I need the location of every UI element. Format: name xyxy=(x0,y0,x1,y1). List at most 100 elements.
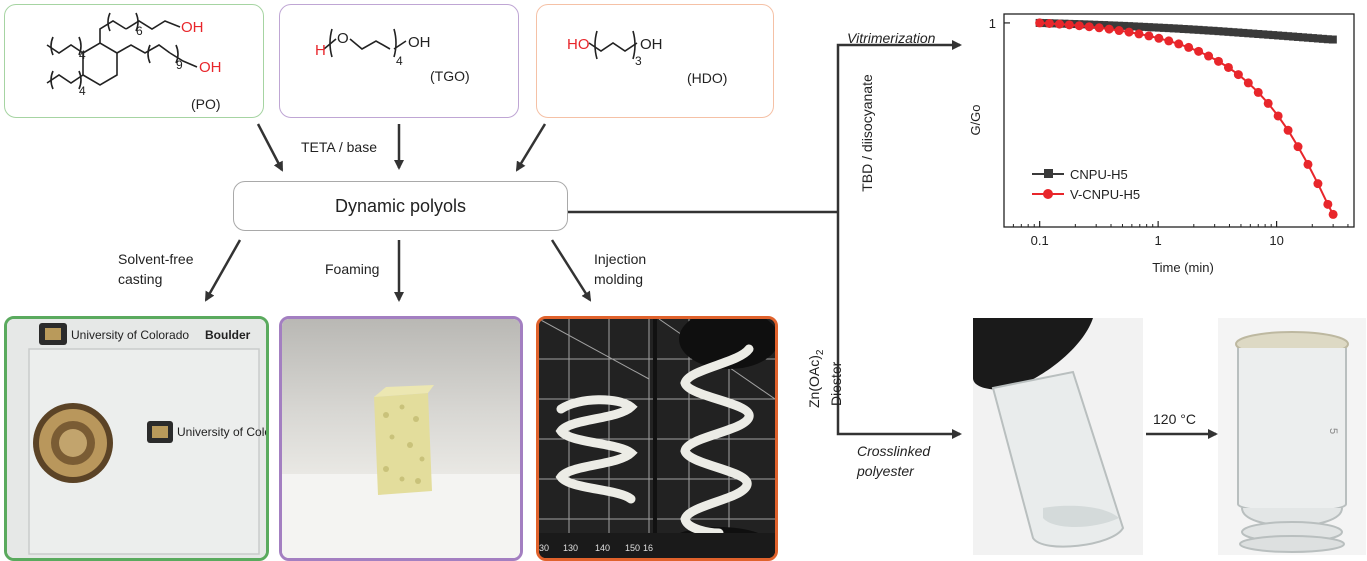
foaming-label: Foaming xyxy=(325,261,380,277)
data-point-vcnpu xyxy=(1035,18,1045,28)
injection-label-2: molding xyxy=(594,271,644,287)
data-point-vcnpu xyxy=(1233,70,1243,80)
data-point-vcnpu xyxy=(1084,22,1094,32)
tgo-molecule-box: H O 4 OH (TGO) xyxy=(279,4,519,118)
legend-label-cnpu: CNPU-H5 xyxy=(1070,167,1128,182)
data-point-cnpu xyxy=(1298,33,1307,42)
foam-block xyxy=(374,385,434,495)
data-point-cnpu xyxy=(1134,22,1143,31)
vial-tilted xyxy=(991,370,1125,548)
data-point-cnpu xyxy=(1209,26,1218,35)
data-point-cnpu xyxy=(1199,26,1208,35)
x-tick-label: 0.1 xyxy=(1031,233,1049,248)
x-tick-label: 10 xyxy=(1269,233,1283,248)
tgo-structure: H O 4 OH (TGO) xyxy=(315,28,470,84)
legend-marker-vcnpu xyxy=(1043,189,1053,199)
hdo-label: (HDO) xyxy=(687,70,727,86)
data-point-cnpu xyxy=(1184,25,1193,34)
data-point-cnpu xyxy=(1194,25,1203,34)
data-point-cnpu xyxy=(1328,35,1337,44)
spring-left xyxy=(555,395,638,504)
hdo-sub-3: 3 xyxy=(635,54,642,68)
data-point-vcnpu xyxy=(1204,51,1214,61)
chart-legend: CNPU-H5 V-CNPU-H5 xyxy=(1032,167,1140,202)
po-sub-4b: 4 xyxy=(79,84,86,98)
hdo-oh: OH xyxy=(640,36,663,53)
tbd-label: TBD / diisocyanate xyxy=(859,74,875,192)
data-point-cnpu xyxy=(1308,34,1317,43)
data-point-cnpu xyxy=(1100,21,1109,30)
y-tick-label: 1 xyxy=(989,16,996,31)
data-point-vcnpu xyxy=(1263,98,1273,108)
data-point-vcnpu xyxy=(1114,26,1124,36)
hdo-structure: HO 3 OH (HDO) xyxy=(567,30,727,86)
po-oh-2: OH xyxy=(199,59,222,76)
vial-photo-after: 5 xyxy=(1218,318,1366,555)
spring-right xyxy=(680,344,754,538)
data-point-vcnpu xyxy=(1184,42,1194,52)
diester-text: Diester xyxy=(828,361,844,406)
x-axis-label: Time (min) xyxy=(1152,260,1214,275)
data-point-vcnpu xyxy=(1223,62,1233,72)
vitrimerization-label: Vitrimerization xyxy=(847,30,936,46)
data-point-cnpu xyxy=(1239,28,1248,37)
data-point-cnpu xyxy=(1174,24,1183,33)
data-point-cnpu xyxy=(1214,27,1223,36)
crosslinked-label-2: polyester xyxy=(857,463,914,479)
ruler-tick-1: 130 xyxy=(563,543,578,553)
po-oh-1: OH xyxy=(181,19,204,36)
data-point-cnpu xyxy=(1125,22,1134,31)
zn-sub: 2 xyxy=(814,349,826,356)
tgo-h: H xyxy=(315,42,326,59)
hdo-ho: HO xyxy=(567,36,590,53)
data-point-cnpu xyxy=(1289,32,1298,41)
data-point-vcnpu xyxy=(1273,111,1283,121)
cu-text-2: University of Colo xyxy=(177,425,266,439)
dynamic-polyols-label: Dynamic polyols xyxy=(334,195,467,216)
data-point-vcnpu xyxy=(1104,24,1114,34)
data-point-vcnpu xyxy=(1074,21,1084,31)
data-point-cnpu xyxy=(1119,21,1128,30)
data-point-cnpu xyxy=(1149,23,1158,32)
data-point-cnpu xyxy=(1080,20,1089,29)
data-point-cnpu xyxy=(1219,27,1228,36)
data-point-cnpu xyxy=(1179,24,1188,33)
data-point-cnpu xyxy=(1189,25,1198,34)
data-point-vcnpu xyxy=(1323,199,1333,209)
data-point-cnpu xyxy=(1264,30,1273,39)
data-point-cnpu xyxy=(1279,31,1288,40)
data-point-vcnpu xyxy=(1154,33,1164,43)
data-point-cnpu xyxy=(1159,23,1168,32)
data-point-cnpu xyxy=(1323,35,1332,44)
data-point-vcnpu xyxy=(1243,78,1253,88)
data-point-cnpu xyxy=(1090,20,1099,29)
data-point-cnpu xyxy=(1269,31,1278,40)
series-line-1 xyxy=(1039,21,1334,215)
po-sub-6: 6 xyxy=(136,24,143,38)
data-point-cnpu xyxy=(1318,34,1327,43)
temperature-label: 120 °C xyxy=(1153,411,1196,427)
data-point-cnpu xyxy=(1144,23,1153,32)
ruler-tick-0: 30 xyxy=(539,543,549,553)
data-point-cnpu xyxy=(1274,31,1283,40)
data-point-cnpu xyxy=(1249,29,1258,38)
data-point-vcnpu xyxy=(1328,209,1338,219)
hdo-molecule-box: HO 3 OH (HDO) xyxy=(536,4,774,118)
dynamic-polyols-box: Dynamic polyols xyxy=(233,181,568,231)
data-point-vcnpu xyxy=(1134,29,1144,39)
ruler-tick-3: 150 xyxy=(625,543,640,553)
data-point-cnpu xyxy=(1244,29,1253,38)
cu-text-1: University of Colorado xyxy=(71,328,189,342)
legend-marker-cnpu xyxy=(1044,169,1053,178)
data-point-vcnpu xyxy=(1054,19,1064,29)
ruler-tick-2: 140 xyxy=(595,543,610,553)
casting-label-2: casting xyxy=(118,271,163,287)
data-point-vcnpu xyxy=(1213,56,1223,66)
po-sub-4a: 4 xyxy=(79,48,86,62)
data-point-cnpu xyxy=(1164,24,1173,33)
data-point-vcnpu xyxy=(1164,36,1174,46)
data-point-cnpu xyxy=(1234,28,1243,37)
po-molecule-box: 6 9 4 4 OH OH (PO) xyxy=(4,4,264,118)
data-point-cnpu xyxy=(1313,34,1322,43)
data-point-vcnpu xyxy=(1094,23,1104,33)
